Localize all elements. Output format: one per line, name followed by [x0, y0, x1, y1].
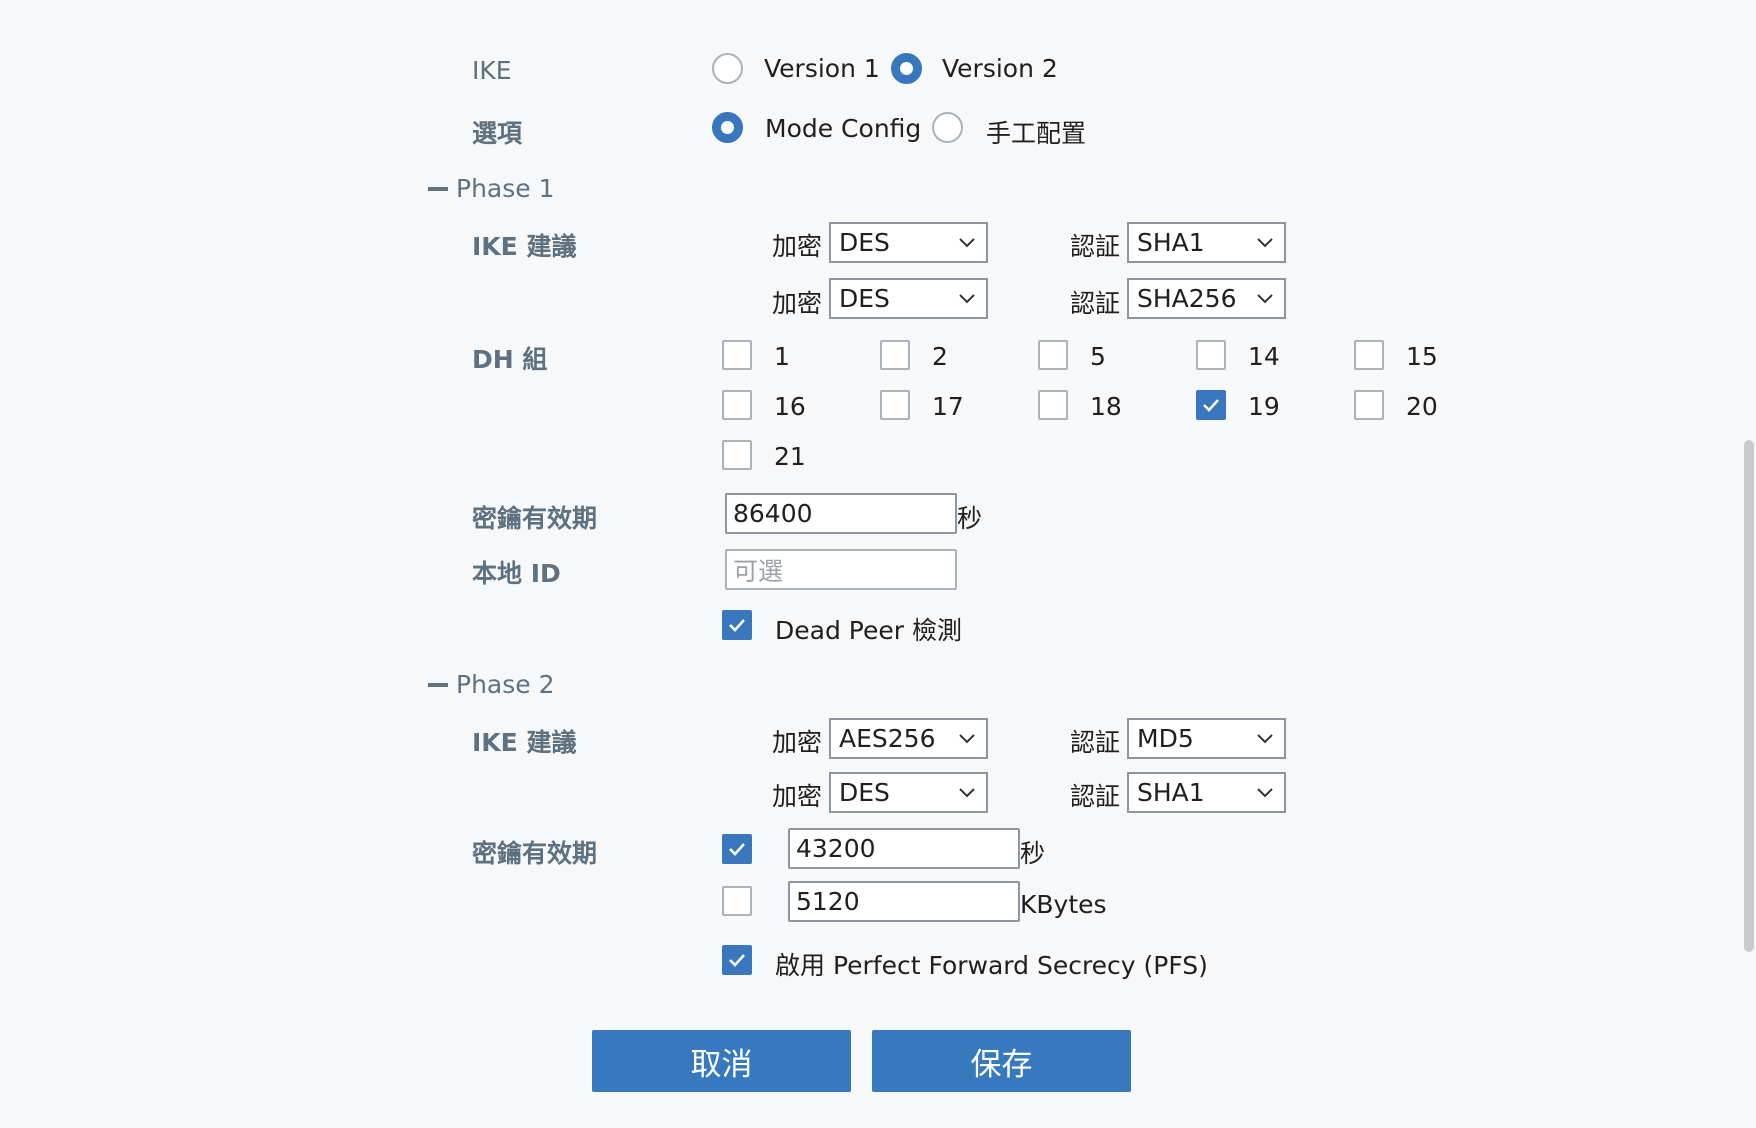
dh-group-19-checkbox[interactable]	[1196, 390, 1226, 420]
phase1-auth-value-1: SHA1	[1137, 228, 1205, 257]
phase1-enc-select-1[interactable]: DES	[829, 222, 988, 263]
dh-group-21-label: 21	[774, 442, 806, 471]
chevron-down-icon	[1257, 787, 1273, 797]
phase1-auth-label-1: 認証	[1070, 232, 1121, 261]
checkmark-icon	[729, 954, 745, 967]
dh-group-15-checkbox[interactable]	[1354, 340, 1384, 370]
lifetime-seconds-unit: 秒	[1020, 839, 1046, 868]
ike-version2-radio[interactable]	[891, 53, 922, 84]
chevron-down-icon	[959, 237, 975, 247]
chevron-down-icon	[959, 733, 975, 743]
phase2-lifetime-label: 密鑰有效期	[472, 839, 598, 868]
ike-version1-label[interactable]: Version 1	[764, 54, 880, 83]
dh-group-1-label: 1	[774, 342, 790, 371]
ike-version2-label[interactable]: Version 2	[942, 54, 1058, 83]
dh-group-14-checkbox[interactable]	[1196, 340, 1226, 370]
save-button[interactable]: 保存	[872, 1030, 1131, 1092]
phase1-proposal-label: IKE 建議	[472, 232, 577, 261]
phase2-auth-select-2[interactable]: SHA1	[1127, 772, 1286, 813]
dh-group-label: DH 組	[472, 345, 548, 374]
phase1-enc-select-2[interactable]: DES	[829, 278, 988, 319]
dh-group-17-checkbox[interactable]	[880, 390, 910, 420]
phase2-enc-select-1[interactable]: AES256	[829, 718, 988, 759]
manual-config-radio[interactable]	[932, 112, 963, 143]
phase2-title: Phase 2	[456, 670, 555, 699]
phase1-title: Phase 1	[456, 174, 555, 203]
checkmark-icon	[729, 843, 745, 856]
chevron-down-icon	[959, 293, 975, 303]
checkmark-icon	[1203, 399, 1219, 412]
collapse-icon	[428, 682, 448, 687]
dh-group-18-checkbox[interactable]	[1038, 390, 1068, 420]
collapse-icon	[428, 186, 448, 191]
vertical-scrollbar[interactable]	[1742, 0, 1756, 1128]
phase2-enc-value-1: AES256	[839, 724, 936, 753]
phase1-section-toggle[interactable]: Phase 1	[428, 174, 555, 203]
local-id-label: 本地 ID	[472, 559, 561, 588]
phase1-enc-label-2: 加密	[772, 289, 823, 318]
ike-label: IKE	[472, 56, 512, 85]
phase1-auth-select-1[interactable]: SHA1	[1127, 222, 1286, 263]
local-id-input[interactable]: 可選	[725, 549, 957, 590]
mode-config-label[interactable]: Mode Config	[765, 114, 922, 143]
phase2-auth-label-2: 認証	[1070, 782, 1121, 811]
dh-group-1-checkbox[interactable]	[722, 340, 752, 370]
phase2-auth-value-1: MD5	[1137, 724, 1194, 753]
phase1-lifetime-unit: 秒	[957, 504, 983, 533]
dh-group-2-checkbox[interactable]	[880, 340, 910, 370]
phase1-enc-label-1: 加密	[772, 232, 823, 261]
ike-version1-radio[interactable]	[712, 53, 743, 84]
phase2-enc-value-2: DES	[839, 778, 890, 807]
chevron-down-icon	[1257, 293, 1273, 303]
dh-group-2-label: 2	[932, 342, 948, 371]
phase2-proposal-label: IKE 建議	[472, 728, 577, 757]
phase2-section-toggle[interactable]: Phase 2	[428, 670, 555, 699]
dh-group-5-label: 5	[1090, 342, 1106, 371]
phase2-auth-select-1[interactable]: MD5	[1127, 718, 1286, 759]
lifetime-kbytes-unit: KBytes	[1020, 890, 1107, 919]
lifetime-seconds-checkbox[interactable]	[722, 834, 752, 864]
phase2-auth-label-1: 認証	[1070, 728, 1121, 757]
dh-group-5-checkbox[interactable]	[1038, 340, 1068, 370]
dh-group-21-checkbox[interactable]	[722, 440, 752, 470]
phase1-enc-value-1: DES	[839, 228, 890, 257]
phase2-enc-label-2: 加密	[772, 782, 823, 811]
chevron-down-icon	[1257, 733, 1273, 743]
dh-group-14-label: 14	[1248, 342, 1280, 371]
dh-group-19-label: 19	[1248, 392, 1280, 421]
phase1-lifetime-input[interactable]: 86400	[725, 493, 957, 534]
checkmark-icon	[729, 619, 745, 632]
lifetime-kbytes-checkbox[interactable]	[722, 886, 752, 916]
chevron-down-icon	[1257, 237, 1273, 247]
dead-peer-detection-label[interactable]: Dead Peer 檢測	[775, 616, 962, 645]
phase2-enc-select-2[interactable]: DES	[829, 772, 988, 813]
mode-config-radio[interactable]	[712, 112, 743, 143]
phase1-auth-label-2: 認証	[1070, 289, 1121, 318]
phase1-auth-select-2[interactable]: SHA256	[1127, 278, 1286, 319]
lifetime-seconds-input[interactable]: 43200	[788, 828, 1020, 869]
dh-group-20-label: 20	[1406, 392, 1438, 421]
phase2-enc-label-1: 加密	[772, 728, 823, 757]
dh-group-15-label: 15	[1406, 342, 1438, 371]
phase1-lifetime-label: 密鑰有效期	[472, 504, 598, 533]
chevron-down-icon	[959, 787, 975, 797]
dh-group-16-label: 16	[774, 392, 806, 421]
phase1-enc-value-2: DES	[839, 284, 890, 313]
cancel-button[interactable]: 取消	[592, 1030, 851, 1092]
dh-group-16-checkbox[interactable]	[722, 390, 752, 420]
pfs-label[interactable]: 啟用 Perfect Forward Secrecy (PFS)	[775, 951, 1208, 980]
manual-config-label[interactable]: 手工配置	[986, 119, 1087, 148]
pfs-checkbox[interactable]	[722, 945, 752, 975]
options-label: 選項	[472, 119, 523, 148]
dh-group-20-checkbox[interactable]	[1354, 390, 1384, 420]
dh-group-18-label: 18	[1090, 392, 1122, 421]
dh-group-17-label: 17	[932, 392, 964, 421]
dead-peer-detection-checkbox[interactable]	[722, 610, 752, 640]
scrollbar-thumb[interactable]	[1744, 440, 1754, 952]
phase1-auth-value-2: SHA256	[1137, 284, 1237, 313]
phase2-auth-value-2: SHA1	[1137, 778, 1205, 807]
lifetime-kbytes-input[interactable]: 5120	[788, 881, 1020, 922]
